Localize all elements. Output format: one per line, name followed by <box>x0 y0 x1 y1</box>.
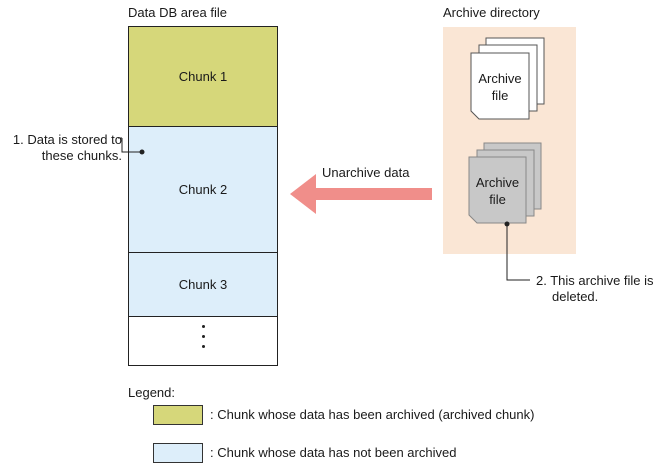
unarchive-arrow <box>290 174 432 214</box>
db-area-title: Data DB area file <box>128 5 227 20</box>
note-1-dot <box>139 149 145 155</box>
legend-swatch-not-archived <box>153 443 203 463</box>
chunk-3-label: Chunk 3 <box>178 277 228 292</box>
note-2: 2. This archive file is deleted. <box>536 273 654 305</box>
legend-not-archived-text: : Chunk whose data has not been archived <box>210 445 457 460</box>
legend-archived-text: : Chunk whose data has been archived (ar… <box>210 407 535 422</box>
archive-file-label-line-1: Archive <box>478 71 522 86</box>
ellipsis-dots <box>202 325 206 355</box>
db-area-file: Chunk 1 Chunk 2 Chunk 3 <box>128 26 278 366</box>
chunk-3: Chunk 3 <box>129 253 277 317</box>
chunk-continuation <box>129 317 277 365</box>
note-1: 1. Data is stored to these chunks. <box>4 132 122 164</box>
unarchive-data-label: Unarchive data <box>322 165 410 180</box>
legend-title: Legend: <box>128 385 175 400</box>
deleted-archive-file-label-line-2: file <box>489 192 506 207</box>
note-1-line-1: 1. Data is stored to <box>12 132 122 147</box>
deleted-archive-file-label-line-1: Archive <box>475 175 520 190</box>
deleted-archive-file-label: Archive file <box>469 174 526 208</box>
archive-file-label-line-2: file <box>491 88 509 103</box>
archive-directory-title: Archive directory <box>443 5 540 20</box>
note-1-leader-line <box>121 138 142 153</box>
chunk-2-label: Chunk 2 <box>178 182 228 197</box>
note-2-line-1: 2. This archive file is <box>536 273 654 288</box>
archive-file-label: Archive file <box>471 70 529 104</box>
note-2-leader-line <box>506 224 530 281</box>
legend-swatch-archived <box>153 405 203 425</box>
chunk-2: Chunk 2 <box>129 127 277 253</box>
note-2-line-2: deleted. <box>552 289 599 304</box>
note-1-line-2: these chunks. <box>41 148 122 163</box>
chunk-1-label: Chunk 1 <box>178 69 228 84</box>
chunk-1: Chunk 1 <box>129 27 277 127</box>
archive-file-stack-deleted <box>468 142 542 224</box>
archive-file-stack-top <box>470 37 545 120</box>
